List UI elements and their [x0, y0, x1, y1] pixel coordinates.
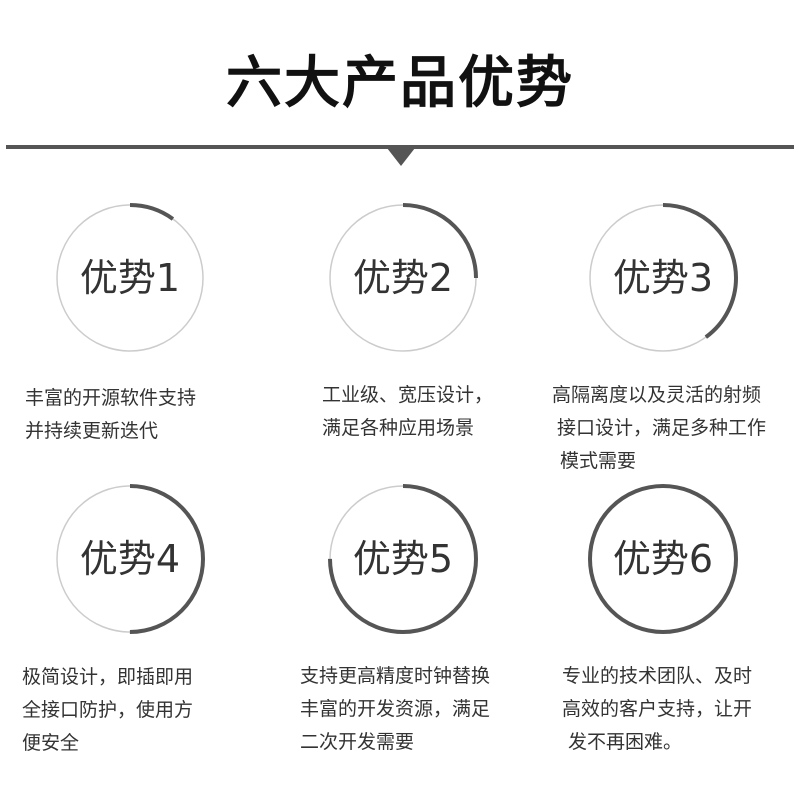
advantage-circle-6: 优势6	[588, 484, 738, 634]
advantage-description-6: 专业的技术团队、及时 高效的客户支持，让开 发不再困难。	[562, 660, 752, 759]
progress-ring-6	[588, 484, 738, 634]
advantage-circle-1: 优势1	[55, 203, 205, 353]
advantage-circle-4: 优势4	[55, 484, 205, 634]
progress-ring-1	[55, 203, 205, 353]
advantage-4-line-1: 极简设计，即插即用	[22, 666, 194, 688]
advantage-label-2: 优势2	[352, 256, 454, 300]
advantage-description-1: 丰富的开源软件支持 并持续更新迭代	[25, 382, 196, 448]
advantage-label-1: 优势1	[79, 256, 181, 300]
advantage-5-line-1: 支持更高精度时钟替换	[300, 665, 491, 687]
advantage-description-2: 工业级、宽压设计， 满足各种应用场景	[322, 379, 493, 445]
advantage-label-4: 优势4	[79, 537, 181, 581]
advantage-3-line-3: 模式需要	[560, 450, 637, 472]
progress-ring-4	[55, 484, 205, 634]
progress-ring-2	[328, 203, 478, 353]
progress-ring-5	[328, 484, 478, 634]
advantage-6-line-3: 发不再困难。	[568, 731, 683, 753]
advantage-description-5: 支持更高精度时钟替换 丰富的开发资源，满足 二次开发需要	[300, 660, 490, 759]
advantage-circle-2: 优势2	[328, 203, 478, 353]
advantage-circle-5: 优势5	[328, 484, 478, 634]
advantage-description-4: 极简设计，即插即用 全接口防护，使用方 便安全	[22, 661, 193, 760]
advantage-1-line-1: 丰富的开源软件支持	[25, 387, 197, 409]
advantage-3-line-2: 接口设计，满足多种工作	[557, 417, 767, 439]
advantage-5-line-3: 二次开发需要	[300, 731, 415, 753]
advantage-description-3: 高隔离度以及灵活的射频 接口设计，满足多种工作 模式需要	[552, 379, 766, 478]
advantage-4-line-3: 便安全	[22, 732, 80, 754]
divider-pointer-icon	[387, 148, 415, 166]
advantage-4-line-2: 全接口防护，使用方	[22, 699, 194, 721]
advantage-2-line-1: 工业级、宽压设计，	[322, 384, 494, 406]
advantage-6-line-1: 专业的技术团队、及时	[562, 665, 753, 687]
progress-ring-3	[588, 203, 738, 353]
advantage-1-line-2: 并持续更新迭代	[25, 420, 159, 442]
page-title: 六大产品优势	[226, 51, 574, 116]
advantage-circle-3: 优势3	[588, 203, 738, 353]
title-divider	[6, 145, 794, 149]
advantage-label-6: 优势6	[612, 537, 714, 581]
advantage-5-line-2: 丰富的开发资源，满足	[300, 698, 491, 720]
advantage-2-line-2: 满足各种应用场景	[322, 417, 475, 439]
advantage-label-5: 优势5	[352, 537, 454, 581]
advantage-3-line-1: 高隔离度以及灵活的射频	[552, 384, 762, 406]
advantage-6-line-2: 高效的客户支持，让开	[562, 698, 753, 720]
advantage-label-3: 优势3	[612, 256, 714, 300]
